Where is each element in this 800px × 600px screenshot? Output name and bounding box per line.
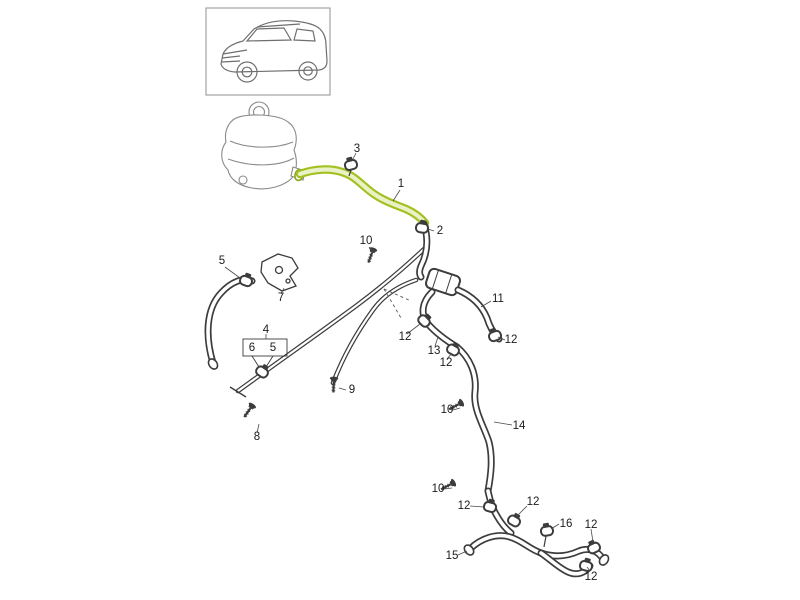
- part-label-1[interactable]: 1: [398, 178, 404, 190]
- part-label-12[interactable]: 12: [458, 500, 471, 512]
- clamp-12-icon: [578, 555, 595, 573]
- vehicle-thumbnail: [205, 7, 331, 96]
- clamp-16-icon: [538, 521, 555, 538]
- dashed-guides: [383, 288, 412, 319]
- screw-9-icon: [327, 375, 340, 394]
- part-label-12[interactable]: 12: [440, 357, 453, 369]
- hose-junction-tube: [416, 220, 431, 281]
- part-label-12[interactable]: 12: [505, 334, 518, 346]
- group-box-4: [242, 338, 288, 368]
- part-label-2[interactable]: 2: [437, 225, 443, 237]
- clamp-5-icon: [237, 270, 256, 289]
- part-label-16[interactable]: 16: [560, 518, 573, 530]
- part-label-7[interactable]: 7: [278, 292, 284, 304]
- screw-10-icon: [363, 245, 379, 266]
- bracket-7: [260, 253, 299, 292]
- part-label-3[interactable]: 3: [354, 143, 360, 155]
- part-label-10[interactable]: 10: [432, 483, 445, 495]
- part-label-10[interactable]: 10: [360, 235, 373, 247]
- part-label-4[interactable]: 4: [263, 324, 270, 336]
- part-label-14[interactable]: 14: [513, 420, 526, 432]
- hose-14: [453, 343, 515, 537]
- part-label-5b[interactable]: 5: [270, 342, 276, 354]
- leader-lines: [224, 152, 594, 572]
- screw-8-icon: [239, 400, 258, 421]
- clamp-12-icon: [482, 496, 499, 514]
- part-label-12[interactable]: 12: [527, 496, 540, 508]
- part-label-12[interactable]: 12: [399, 331, 412, 343]
- part-label-5[interactable]: 5: [219, 255, 225, 267]
- part-label-11[interactable]: 11: [492, 293, 504, 305]
- car-icon: [220, 20, 328, 83]
- part-label-8[interactable]: 8: [254, 431, 260, 443]
- clamps: [237, 154, 603, 573]
- part-label-12[interactable]: 12: [585, 571, 598, 583]
- part-label-12[interactable]: 12: [585, 519, 598, 531]
- expansion-tank: [221, 101, 306, 190]
- clamp-3-icon: [342, 154, 359, 172]
- part-label-9[interactable]: 9: [349, 384, 355, 396]
- hose-1-highlighted[interactable]: [294, 165, 430, 228]
- part-label-15[interactable]: 15: [446, 550, 459, 562]
- clamp-12-icon: [505, 510, 525, 529]
- part-label-13[interactable]: 13: [428, 345, 441, 357]
- hose-5: [204, 276, 256, 370]
- part-callouts: 3 1 2 10 5 7 4 6 5 11 12 13 12 12 9 8 10…: [219, 143, 598, 583]
- part-label-6[interactable]: 6: [249, 342, 255, 354]
- coolant-pipe-long: [229, 246, 427, 398]
- part-label-10[interactable]: 10: [441, 404, 454, 416]
